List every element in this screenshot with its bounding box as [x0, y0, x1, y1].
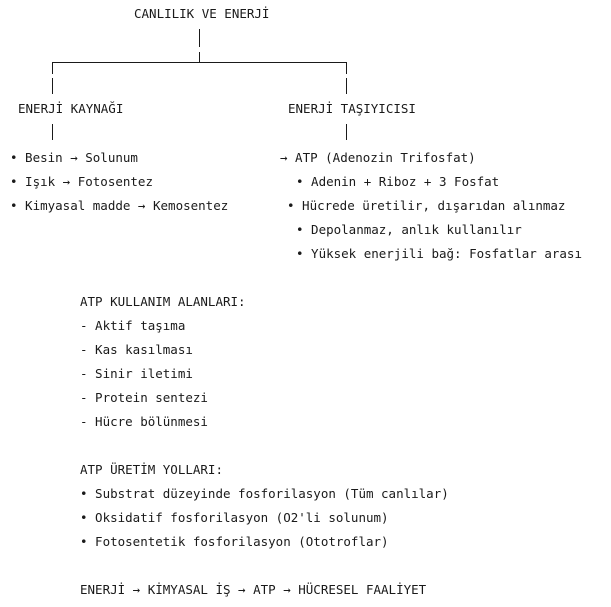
atp-usage-item: - Kas kasılması — [80, 342, 193, 357]
root-title: CANLILIK VE ENERJİ — [134, 6, 270, 21]
energy-carrier-heading: ENERJİ TAŞIYICISI — [288, 101, 416, 116]
branch-connector — [52, 62, 347, 63]
left-items-connector — [52, 124, 53, 140]
left-branch-drop — [52, 62, 53, 74]
atp-production-item: • Substrat düzeyinde fosforilasyon (Tüm … — [80, 486, 449, 501]
right-connector — [346, 78, 347, 94]
energy-source-item: • Işık → Fotosentez — [10, 174, 153, 189]
atp-property-item: • Hücrede üretilir, dışarıdan alınmaz — [287, 198, 566, 213]
energy-flow-summary: ENERJİ → KİMYASAL İŞ → ATP → HÜCRESEL FA… — [80, 582, 427, 597]
root-connector — [199, 29, 200, 47]
energy-source-item: • Besin → Solunum — [10, 150, 138, 165]
atp-production-item: • Oksidatif fosforilasyon (O2'li solunum… — [80, 510, 389, 525]
energy-source-heading: ENERJİ KAYNAĞI — [18, 101, 124, 116]
atp-property-item: • Adenin + Riboz + 3 Fosfat — [296, 174, 500, 189]
atp-label: → ATP (Adenozin Trifosfat) — [280, 150, 476, 165]
atp-production-item: • Fotosentetik fosforilasyon (Ototroflar… — [80, 534, 389, 549]
atp-property-item: • Yüksek enerjili bağ: Fosfatlar arası — [296, 246, 582, 261]
atp-property-item: • Depolanmaz, anlık kullanılır — [296, 222, 522, 237]
energy-source-item: • Kimyasal madde → Kemosentez — [10, 198, 229, 213]
right-branch-drop — [346, 62, 347, 74]
atp-usage-item: - Protein sentezi — [80, 390, 208, 405]
atp-usage-item: - Hücre bölünmesi — [80, 414, 208, 429]
root-to-branch-connector — [199, 52, 200, 62]
atp-usage-item: - Sinir iletimi — [80, 366, 193, 381]
right-items-connector — [346, 124, 347, 140]
atp-production-heading: ATP ÜRETİM YOLLARI: — [80, 462, 223, 477]
left-connector — [52, 78, 53, 94]
atp-usage-item: - Aktif taşıma — [80, 318, 186, 333]
atp-usage-heading: ATP KULLANIM ALANLARI: — [80, 294, 246, 309]
